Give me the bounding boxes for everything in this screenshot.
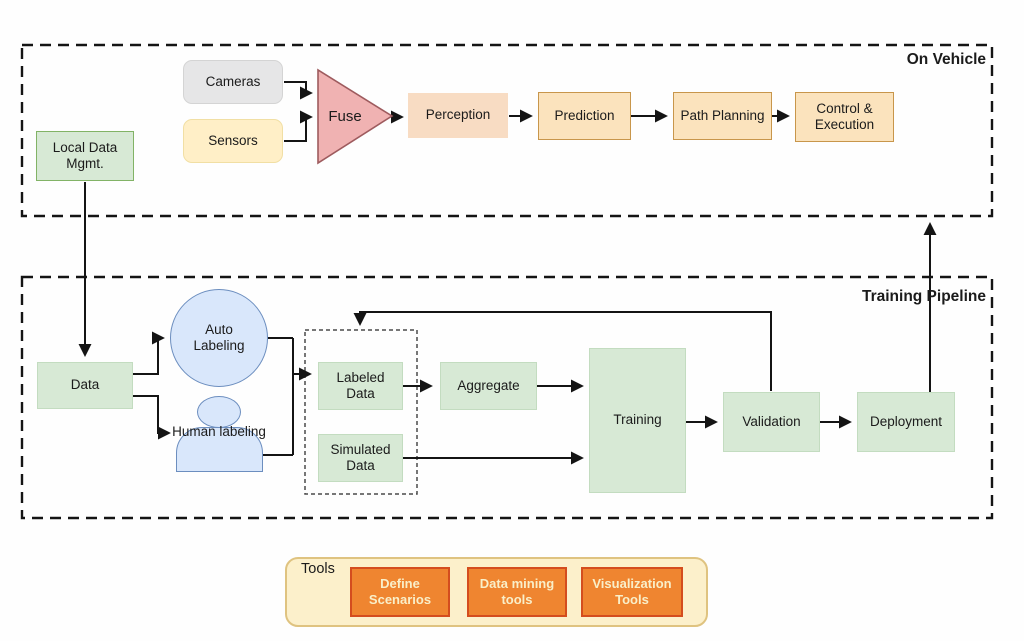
edge-sensors-fuse [284,110,313,142]
edge-data-humanlabeling [133,395,171,440]
person-icon-body [176,427,263,472]
node-cameras: Cameras [183,60,283,104]
edge-data-autolabeling [133,331,165,375]
edge-cameras-fuse [284,81,313,100]
on-vehicle-frame [20,43,994,218]
node-human-labeling: Human labeling [172,424,266,439]
node-prediction: Prediction [538,92,631,140]
node-data: Data [37,362,133,409]
labeling-output-frame [304,329,418,495]
tools-label: Tools [301,561,335,577]
node-local-data-mgmt: Local Data Mgmt. [36,131,134,181]
node-validation: Validation [723,392,820,452]
tool-data-mining: Data mining tools [467,567,567,617]
training-pipeline-frame [20,275,994,520]
node-auto-labeling: Auto Labeling [170,289,268,387]
tool-visualization: Visualization Tools [581,567,683,617]
node-sensors: Sensors [183,119,283,163]
node-training: Training [589,348,686,493]
node-path-planning: Path Planning [673,92,772,140]
node-labeled-data: Labeled Data [318,362,403,410]
node-aggregate: Aggregate [440,362,537,410]
node-deployment: Deployment [857,392,955,452]
node-perception: Perception [408,93,508,138]
node-simulated-data: Simulated Data [318,434,403,482]
fuse-triangle [317,68,394,165]
edge-validation-feedback [353,311,772,391]
person-icon-head [197,396,241,428]
training-pipeline-label: Training Pipeline [861,288,986,305]
node-control-execution: Control & Execution [795,92,894,142]
node-fuse-label: Fuse [328,107,362,125]
on-vehicle-label: On Vehicle [906,51,986,68]
tool-define-scenarios: Define Scenarios [350,567,450,617]
